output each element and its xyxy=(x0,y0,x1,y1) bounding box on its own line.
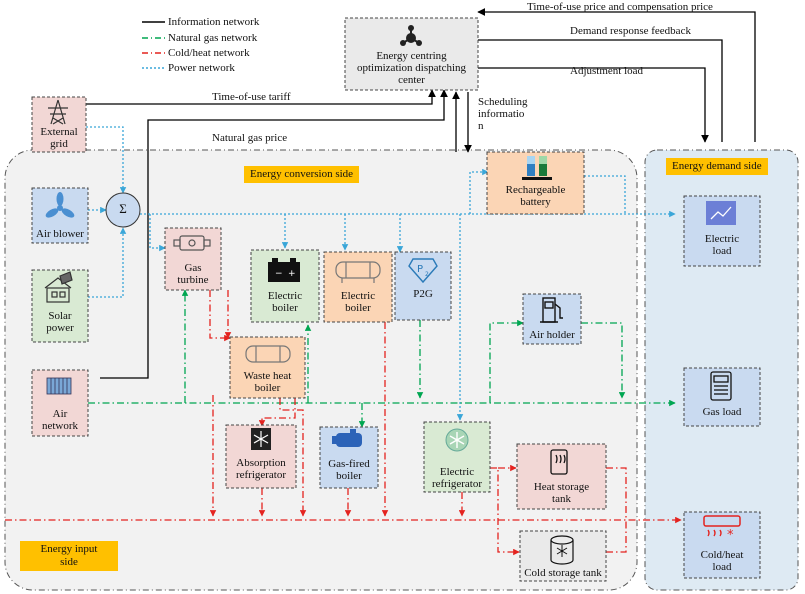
electric-boiler-2-box xyxy=(323,251,393,323)
information-network xyxy=(66,8,756,379)
conversion-region-label: Energy conversion side xyxy=(244,166,360,183)
svg-text:−: − xyxy=(275,269,283,279)
natural-gas-network xyxy=(88,289,676,428)
transformer-icon xyxy=(46,377,72,395)
air-blower-label: Air blower xyxy=(36,228,84,240)
signal-gas-price: Natural gas price xyxy=(212,132,288,144)
center-box xyxy=(344,17,479,91)
signal-tou-compensation: Time-of-use price and compensation price xyxy=(527,1,713,13)
chart-monitor-icon xyxy=(706,201,736,225)
fuel-pump-icon xyxy=(540,297,563,323)
signal-tou-tariff: Time-of-use tariff xyxy=(212,91,291,103)
battery-cells-icon xyxy=(522,156,552,180)
snowflake-icon xyxy=(251,428,271,450)
gas-load-box xyxy=(683,367,761,427)
heater-icon xyxy=(550,449,568,475)
power-tower-icon xyxy=(48,99,68,125)
tank-icon xyxy=(245,345,291,363)
summation-node xyxy=(105,192,141,228)
absorption-box xyxy=(225,424,297,489)
summation-symbol: Σ xyxy=(119,201,127,216)
legend-label-gas: Natural gas network xyxy=(168,32,258,44)
external-grid-box xyxy=(31,96,87,153)
legend-label-power: Power network xyxy=(168,62,235,74)
engine-icon xyxy=(173,235,211,251)
svg-text:P: P xyxy=(417,264,423,275)
fan-icon xyxy=(45,192,75,218)
signal-adjustment: Adjustment load xyxy=(570,65,644,77)
snowflake-circle-icon xyxy=(445,428,469,452)
legend xyxy=(142,21,165,69)
power-network xyxy=(86,126,676,421)
p2g-label: P2G xyxy=(413,288,433,300)
tank-icon xyxy=(335,261,381,283)
svg-text:2: 2 xyxy=(425,271,429,278)
heat-storage-box xyxy=(516,443,607,510)
air-conditioner-icon: * xyxy=(703,515,741,543)
legend-label-information: Information network xyxy=(168,16,260,28)
p2g-box xyxy=(394,251,452,321)
demand-region-label: Energy demand side xyxy=(666,158,768,175)
battery-icon: − + xyxy=(268,258,300,282)
cold-storage-box xyxy=(519,530,607,582)
legend-label-heat: Cold/heat network xyxy=(168,47,250,59)
conversion-region xyxy=(4,149,638,591)
cold-heat-load-box xyxy=(683,511,761,579)
gas-load-label: Gas load xyxy=(702,406,742,418)
dispatch-hub-icon xyxy=(400,25,422,46)
gas-turbine-box xyxy=(164,227,222,291)
node-boxes xyxy=(31,17,761,582)
svg-text:*: * xyxy=(727,528,734,543)
snowflake-drum-icon xyxy=(550,535,574,565)
gas-meter-icon xyxy=(710,371,732,401)
air-holder-label: Air holder xyxy=(529,329,575,341)
signal-demand-response: Demand response feedback xyxy=(570,25,691,37)
p2g-badge-icon: P 2 xyxy=(408,258,438,284)
svg-text:+: + xyxy=(288,269,296,279)
waste-heat-boiler-box xyxy=(229,336,306,399)
cold-heat-network xyxy=(5,290,682,556)
boiler-icon xyxy=(332,429,362,447)
battery-box xyxy=(486,151,585,215)
solar-box xyxy=(31,269,89,343)
solar-house-icon xyxy=(44,271,73,303)
cold-storage-label: Cold storage tank xyxy=(524,567,602,579)
